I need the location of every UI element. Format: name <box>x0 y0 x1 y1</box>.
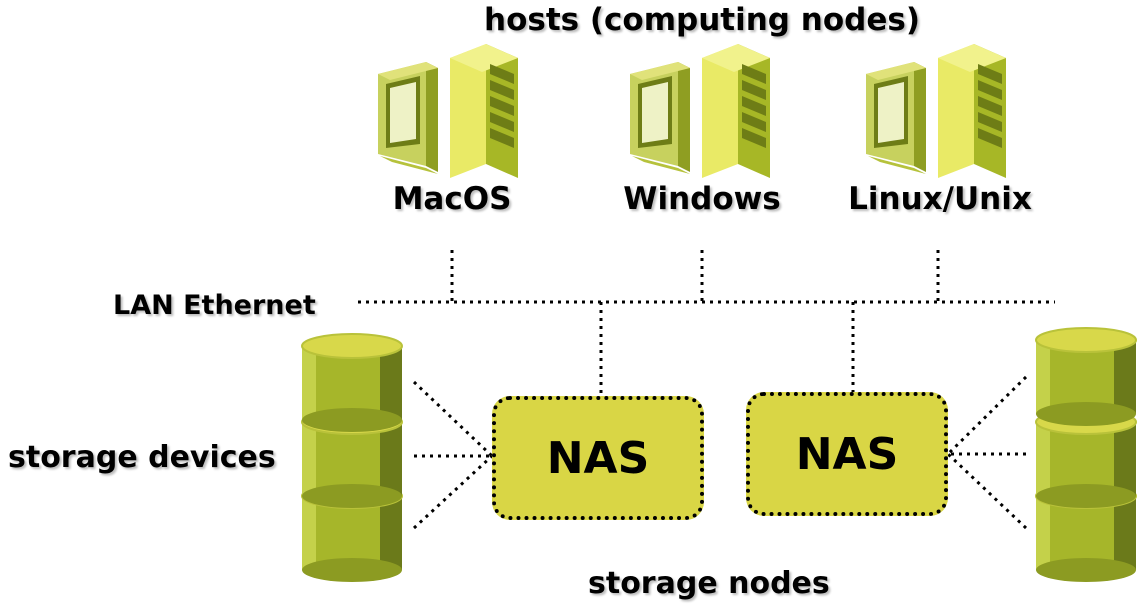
disk-icon <box>301 333 403 433</box>
storage-link-left-3 <box>412 454 494 530</box>
storage-nodes-label: storage nodes <box>588 566 830 601</box>
nas-box: NAS <box>492 396 704 520</box>
diagram-title: hosts (computing nodes) <box>484 2 920 38</box>
network-label: LAN Ethernet <box>113 290 316 321</box>
host-label-macos: MacOS <box>392 181 512 217</box>
storage-link-left-1 <box>412 380 494 458</box>
storage-link-right-1 <box>946 375 1028 456</box>
host-label-windows: Windows <box>623 181 781 217</box>
storage-link-right-3 <box>946 452 1028 530</box>
nas-box: NAS <box>746 392 948 516</box>
storage-stack-left <box>301 333 403 583</box>
host-label-linux: Linux/Unix <box>848 181 1032 217</box>
nas-label: NAS <box>795 428 899 480</box>
disk-icon <box>1035 327 1137 427</box>
storage-stack-right <box>1035 327 1137 583</box>
storage-devices-label: storage devices <box>8 440 276 475</box>
nas-label: NAS <box>546 432 650 484</box>
